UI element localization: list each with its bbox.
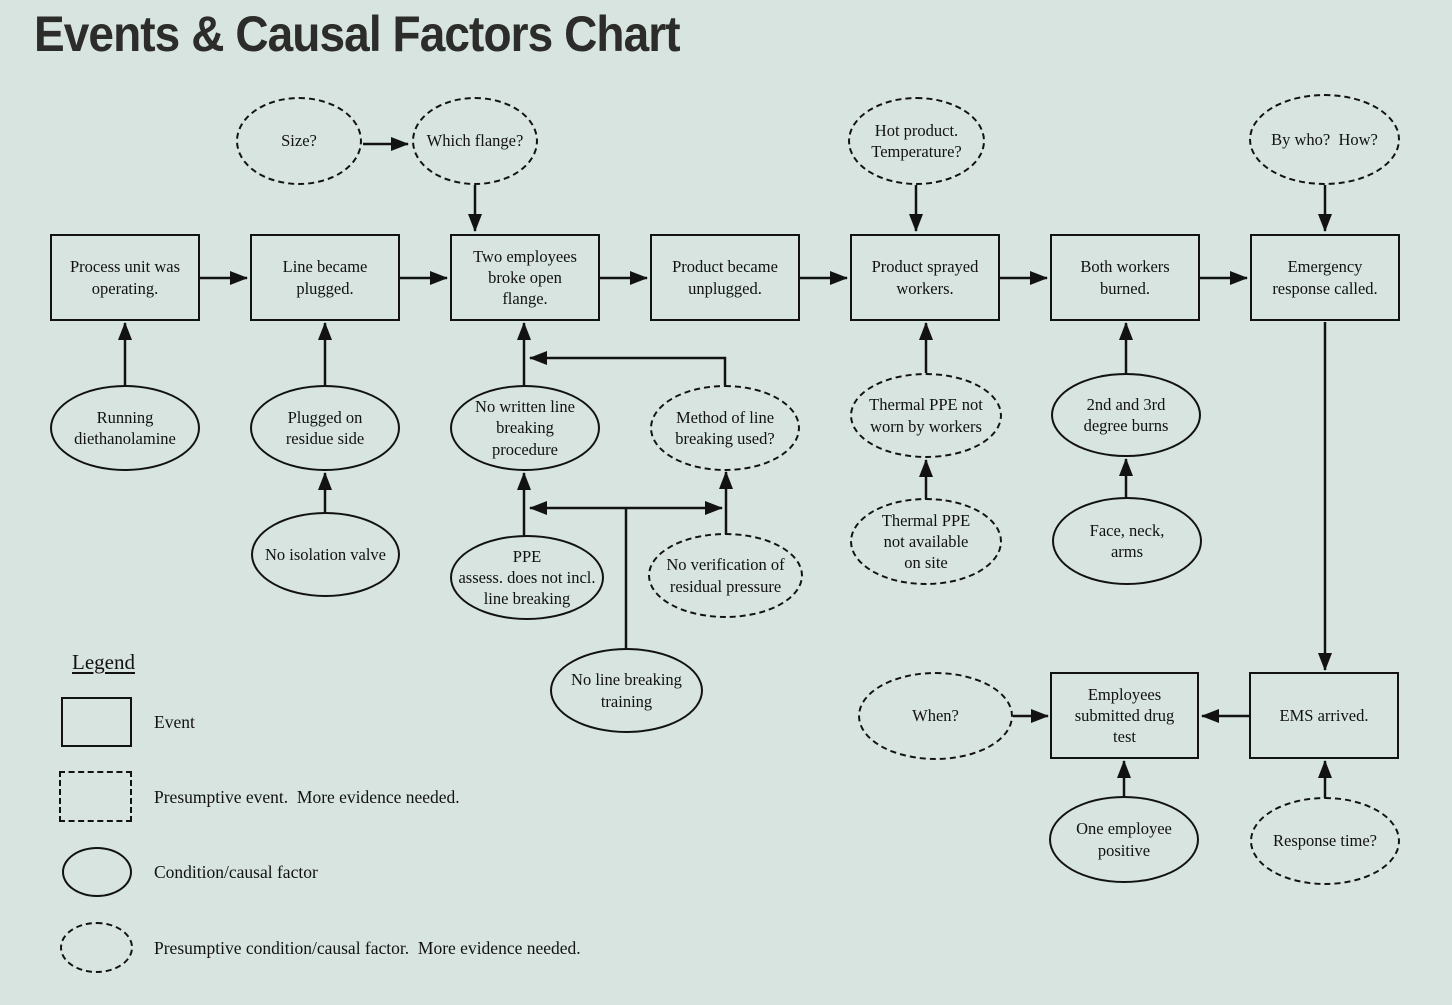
node-workers-burned: Both workers burned.	[1050, 234, 1200, 321]
node-face-neck-arms: Face, neck, arms	[1052, 497, 1202, 585]
node-when: When?	[858, 672, 1013, 760]
node-one-employee-positive: One employee positive	[1049, 796, 1199, 883]
node-emergency-called: Emergency response called.	[1250, 234, 1400, 321]
legend-label-condition: Condition/causal factor	[154, 862, 318, 882]
legend-swatch-presumptive-condition	[60, 922, 133, 973]
legend-heading: Legend	[72, 650, 135, 674]
node-broke-flange: Two employees broke open flange.	[450, 234, 600, 321]
legend-swatch-presumptive-event	[59, 771, 132, 822]
node-no-isolation-valve: No isolation valve	[251, 512, 400, 597]
node-which-flange: Which flange?	[412, 97, 538, 185]
node-ems-arrived: EMS arrived.	[1249, 672, 1399, 759]
node-method-line-breaking: Method of line breaking used?	[650, 385, 800, 471]
legend-swatch-event	[61, 697, 132, 747]
node-process-unit: Process unit was operating.	[50, 234, 200, 321]
arrow-method-elbow	[529, 351, 727, 385]
node-size: Size?	[236, 97, 362, 185]
node-no-line-breaking-training: No line breaking training	[550, 648, 703, 733]
node-thermal-ppe-worn: Thermal PPE not worn by workers	[850, 373, 1002, 458]
node-plugged-residue: Plugged on residue side	[250, 385, 400, 471]
page-title: Events & Causal Factors Chart	[34, 6, 681, 62]
node-drug-test: Employees submitted drug test	[1050, 672, 1199, 759]
node-product-unplugged: Product became unplugged.	[650, 234, 800, 321]
node-hot-product: Hot product. Temperature?	[848, 97, 985, 185]
node-by-who: By who? How?	[1249, 94, 1400, 185]
node-ppe-assess: PPE assess. does not incl. line breaking	[450, 535, 604, 620]
node-response-time: Response time?	[1250, 797, 1400, 885]
node-product-sprayed: Product sprayed workers.	[850, 234, 1000, 321]
legend-label-presumptive-event: Presumptive event. More evidence needed.	[154, 787, 460, 807]
legend-swatch-condition	[62, 847, 132, 897]
node-thermal-ppe-available: Thermal PPE not available on site	[850, 498, 1002, 585]
node-running-diethanolamine: Running diethanolamine	[50, 385, 200, 471]
node-no-verification: No verification of residual pressure	[648, 533, 803, 618]
node-line-plugged: Line became plugged.	[250, 234, 400, 321]
legend-label-event: Event	[154, 712, 195, 732]
node-no-written-procedure: No written line breaking procedure	[450, 385, 600, 471]
legend-label-presumptive-condition: Presumptive condition/causal factor. Mor…	[154, 938, 581, 958]
node-degree-burns: 2nd and 3rd degree burns	[1051, 373, 1201, 457]
